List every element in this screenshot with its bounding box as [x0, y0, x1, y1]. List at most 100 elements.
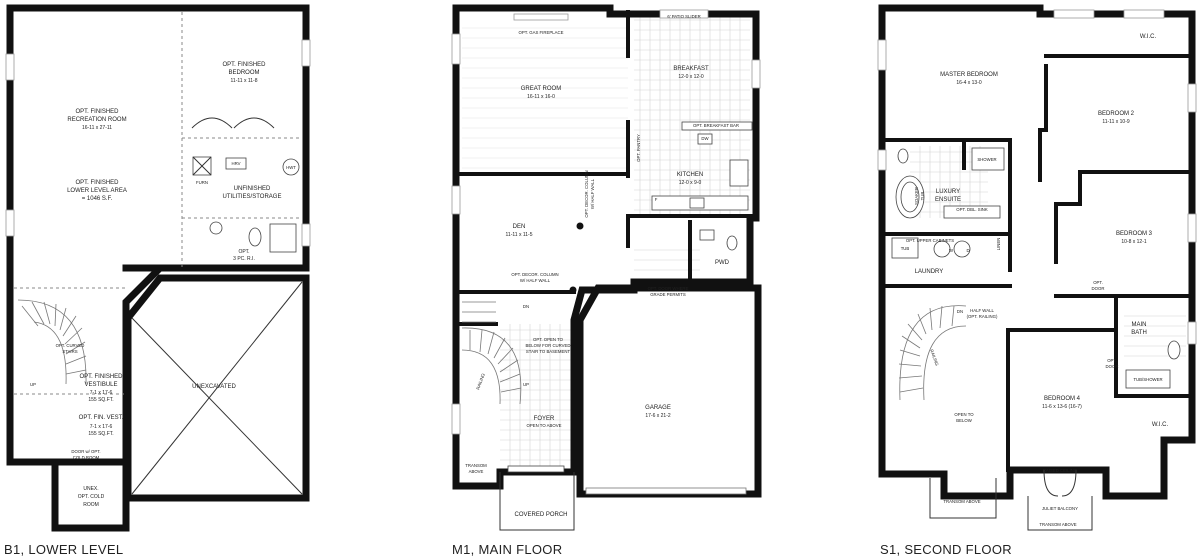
washer-label: W [949, 248, 954, 253]
half-wall-opt-railing: HALF WALL (OPT. RAILING) [967, 308, 998, 319]
opt-gas-fireplace-label: OPT. GAS FIREPLACE [519, 30, 564, 35]
svg-text:11-11 x 11-5: 11-11 x 11-5 [506, 232, 533, 238]
furn-label: FURN [196, 180, 208, 185]
railing-label: RAILING [929, 349, 940, 367]
svg-text:BEDROOM: BEDROOM [228, 70, 259, 76]
master-bedroom: MASTER BEDROOM 16-4 x 13-0 [940, 72, 998, 86]
garage: GARAGE 17-6 x 21-2 [645, 405, 671, 419]
svg-text:OPEN TO: OPEN TO [954, 412, 974, 417]
svg-text:HALF WALL: HALF WALL [970, 308, 994, 313]
railing-label: RAILING [475, 372, 486, 390]
hwt-label: HWT [286, 165, 296, 170]
svg-text:W/ HALF WALL: W/ HALF WALL [590, 178, 595, 209]
svg-text:OPEN TO ABOVE: OPEN TO ABOVE [527, 423, 562, 428]
opt-finished-vestibule: OPT. FINISHED VESTIBULE 7-1 x 17-6 155 S… [79, 374, 123, 403]
svg-text:UNFINISHED: UNFINISHED [234, 186, 271, 192]
walk-in-closet-side: W.I.C. [1152, 422, 1169, 428]
opt-upper-cabinets-label: OPT. UPPER CABINETS [906, 238, 954, 243]
linen-label: LINEN [996, 238, 1001, 251]
opt-dbl-sink-label: OPT. DBL. SINK [956, 207, 988, 212]
svg-text:GRADE PERMITS: GRADE PERMITS [650, 292, 686, 297]
svg-text:11-11 x 11-8: 11-11 x 11-8 [231, 78, 258, 84]
tub-shower-label: TUB/SHOWER [1133, 377, 1162, 382]
open-to-below: OPEN TO BELOW [954, 412, 974, 423]
second-floor-plan: W.I.C. MASTER BEDROOM 16-4 x 13-0 BEDROO… [877, 4, 1197, 531]
svg-text:OPT.: OPT. [1107, 358, 1117, 363]
svg-text:BEDROOM 3: BEDROOM 3 [1116, 231, 1153, 237]
svg-text:17-6 x 21-2: 17-6 x 21-2 [645, 413, 671, 419]
svg-text:TRANSOM: TRANSOM [465, 463, 487, 468]
juliet-balcony-label: JULIET BALCONY [1042, 506, 1078, 511]
svg-text:OPT. FINISHED: OPT. FINISHED [222, 62, 266, 68]
raised-ceiling-label: RAISED CEILING [1043, 468, 1078, 473]
svg-text:OPT. DECOR. COLUMN: OPT. DECOR. COLUMN [511, 272, 558, 277]
laundry-room: LAUNDRY [915, 269, 944, 275]
breakfast-room: BREAKFAST 12-0 x 12-0 [673, 66, 709, 80]
opt-decor-column: OPT. DECOR. COLUMN W/ HALF WALL [511, 272, 558, 283]
svg-text:STAIRS: STAIRS [62, 349, 77, 354]
svg-text:16-11 x 16-0: 16-11 x 16-0 [527, 94, 555, 100]
main-floor-plan: OPT. GAS FIREPLACE 6' PATIO SLIDER GREAT… [451, 4, 762, 531]
opt-finished-lower-level-area: OPT. FINISHED LOWER LEVEL AREA = 1046 S.… [67, 180, 127, 202]
svg-text:11-6 x 13-6 (16-7): 11-6 x 13-6 (16-7) [1042, 404, 1082, 410]
opt-door-where-grade-permits: OPT. DOOR WHERE GRADE PERMITS [648, 286, 689, 297]
powder-room: PWD [715, 260, 730, 266]
opt-finished-bedroom: OPT. FINISHED BEDROOM 11-11 x 11-8 [222, 62, 266, 84]
opt-door-upper: OPT. DOOR [1092, 280, 1105, 291]
svg-text:7-1 x 17-6: 7-1 x 17-6 [90, 424, 113, 430]
caption-lower-level: B1, LOWER LEVEL [4, 542, 123, 557]
main-bath: MAIN BATH [1131, 322, 1147, 336]
svg-text:155 SQ.FT.: 155 SQ.FT. [88, 431, 113, 437]
svg-text:OPT. FINISHED: OPT. FINISHED [75, 109, 119, 115]
svg-text:OPT. FINISHED: OPT. FINISHED [79, 374, 123, 380]
svg-text:UTILITIES/STORAGE: UTILITIES/STORAGE [223, 194, 282, 200]
unexcavated-label: UNEXCAVATED [192, 384, 236, 390]
svg-text:OPT. COLD: OPT. COLD [78, 494, 105, 500]
luxury-ensuite: LUXURY ENSUITE [935, 189, 961, 203]
svg-text:16-4 x 13-0: 16-4 x 13-0 [956, 80, 982, 86]
down-label: DN [523, 304, 529, 309]
svg-text:DOOR: DOOR [1092, 286, 1105, 291]
opt-3pc-rough-in: OPT. 3 PC. R.I. [233, 249, 255, 262]
unfinished-utilities-storage: UNFINISHED UTILITIES/STORAGE [223, 186, 282, 200]
svg-text:COLD ROOM: COLD ROOM [73, 455, 100, 460]
door-opt-cold-room: DOOR w/ OPT. COLD ROOM [71, 449, 100, 460]
svg-text:ENSUITE: ENSUITE [935, 197, 961, 203]
svg-text:BEDROOM 4: BEDROOM 4 [1044, 396, 1081, 402]
transom-above-left: TRANSOM ABOVE [943, 499, 980, 504]
dryer-label: D [966, 248, 969, 253]
svg-text:STAIR TO BASEMENT: STAIR TO BASEMENT [526, 349, 571, 354]
svg-text:(OPT. RAILING): (OPT. RAILING) [967, 314, 998, 319]
svg-text:RECREATION ROOM: RECREATION ROOM [67, 117, 126, 123]
svg-text:DEN: DEN [513, 224, 526, 230]
bedroom-4: BEDROOM 4 11-6 x 13-6 (16-7) [1042, 396, 1082, 410]
svg-text:OPT. DOOR WHERE: OPT. DOOR WHERE [648, 286, 689, 291]
svg-text:LOWER LEVEL AREA: LOWER LEVEL AREA [67, 188, 127, 194]
bedroom-3: BEDROOM 3 10-8 x 12-1 [1116, 231, 1153, 245]
opt-pantry-label: OPT. PANTRY [636, 134, 641, 162]
svg-text:10-8 x 12-1: 10-8 x 12-1 [1121, 239, 1147, 245]
svg-text:VESTIBULE: VESTIBULE [84, 382, 117, 388]
svg-text:MAIN: MAIN [1132, 322, 1147, 328]
soaker-tub-label: SOAKER TUB [914, 187, 925, 205]
svg-text:155 SQ.FT.: 155 SQ.FT. [88, 397, 113, 403]
transom-above-right: TRANSOM ABOVE [1039, 522, 1076, 527]
opt-open-to-below: OPT. OPEN TO BELOW FOR CURVED STAIR TO B… [525, 337, 570, 354]
walk-in-closet-top: W.I.C. [1140, 34, 1157, 40]
svg-text:BATH: BATH [1131, 330, 1147, 336]
svg-text:ROOM: ROOM [83, 502, 99, 508]
den: DEN 11-11 x 11-5 [506, 224, 533, 238]
svg-text:DOOR w/ OPT.: DOOR w/ OPT. [71, 449, 100, 454]
up-label: UP [30, 382, 36, 387]
svg-text:12-0 x 12-0: 12-0 x 12-0 [678, 74, 704, 80]
down-label: DN [957, 309, 963, 314]
opt-fin-vest: OPT. FIN. VEST. 7-1 x 17-6 155 SQ.FT. [79, 415, 124, 437]
opt-curved-stairs-label: OPT. CURVED STAIRS [56, 343, 85, 354]
covered-porch: COVERED PORCH [514, 512, 567, 518]
svg-text:ABOVE: ABOVE [469, 469, 484, 474]
svg-text:7-1 x 17-6: 7-1 x 17-6 [90, 390, 113, 396]
caption-second-floor: S1, SECOND FLOOR [880, 542, 1012, 557]
svg-text:GARAGE: GARAGE [645, 405, 671, 411]
lower-level-plan: OPT. FINISHED RECREATION ROOM 16-11 x 27… [5, 4, 311, 532]
